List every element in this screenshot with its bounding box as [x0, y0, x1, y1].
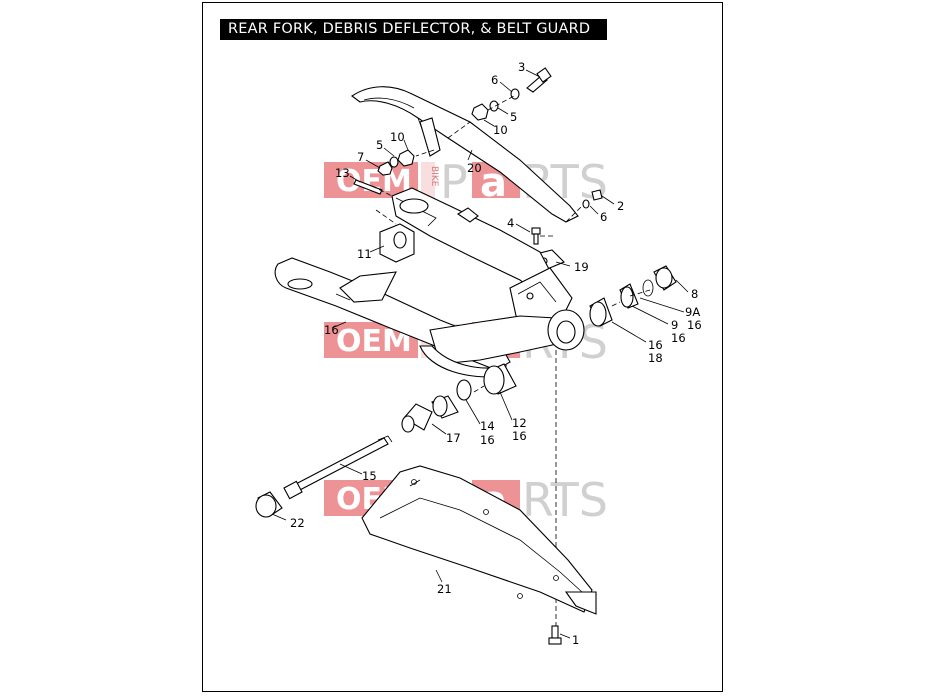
- part-8-cap: [642, 265, 677, 297]
- assembly-line: [447, 121, 471, 139]
- callout-3: 3: [518, 60, 525, 74]
- callout-22: 22: [290, 516, 305, 530]
- assembly-line: [629, 289, 651, 297]
- assembly-line: [487, 95, 515, 111]
- callout-9: 9: [671, 318, 678, 332]
- part-20-debris-deflector: [351, 86, 579, 223]
- callout-18: 18: [648, 351, 663, 365]
- callout-1: 1: [572, 633, 579, 647]
- assembly-line: [473, 385, 485, 393]
- callout-5: 5: [376, 138, 383, 152]
- diagram-title: REAR FORK, DEBRIS DEFLECTOR, & BELT GUAR…: [220, 19, 607, 40]
- part-2-screw: [591, 189, 603, 201]
- callout-labels: 3 6 5 10 5 10 7 20 13 2 6 4 11 19 8 9A 1…: [290, 60, 702, 647]
- part-6-washer-right: [582, 199, 590, 209]
- watermark-p-text: P: [440, 155, 468, 209]
- callout-8: 8: [691, 287, 698, 301]
- part-16-rear-fork: [274, 187, 585, 378]
- part-5-washer-top: [489, 100, 499, 112]
- callout-16: 16: [687, 318, 702, 332]
- part-5-washer-left: [389, 156, 399, 168]
- part-15-pivot-shaft: [283, 435, 393, 500]
- callout-7: 7: [357, 150, 364, 164]
- part-1-screw: [548, 625, 562, 645]
- part-10-nut-top: [471, 103, 489, 121]
- callout-16: 16: [480, 433, 495, 447]
- callout-16: 16: [648, 338, 663, 352]
- part-17-spacer: [401, 395, 459, 433]
- leader-lines: [271, 69, 689, 639]
- part-3-bolt: [526, 67, 552, 93]
- callout-12: 12: [512, 416, 527, 430]
- assembly-line: [375, 209, 397, 225]
- callout-21: 21: [437, 582, 452, 596]
- part-16-18-bushing: [589, 297, 613, 327]
- callout-6: 6: [491, 73, 498, 87]
- part-21-belt-guard: [361, 465, 597, 615]
- part-12-bushing: [483, 363, 517, 395]
- callout-17: 17: [446, 431, 461, 445]
- callout-20: 20: [467, 161, 482, 175]
- callout-5: 5: [510, 110, 517, 124]
- part-22-nut: [255, 491, 283, 518]
- callout-19: 19: [574, 260, 589, 274]
- part-11-pivot-block: [379, 223, 415, 263]
- callout-4: 4: [507, 216, 514, 230]
- watermark-rts-text: RTS: [522, 473, 608, 527]
- callout-10: 10: [493, 123, 508, 137]
- part-6-washer-top: [510, 88, 520, 100]
- callout-9a: 9A: [685, 305, 700, 319]
- assembly-line: [611, 301, 621, 307]
- callout-6: 6: [600, 210, 607, 224]
- callout-2: 2: [617, 199, 624, 213]
- callout-16: 16: [512, 429, 527, 443]
- callout-10: 10: [390, 130, 405, 144]
- callout-13: 13: [335, 166, 350, 180]
- callout-14: 14: [480, 419, 495, 433]
- part-7-nut: [377, 161, 393, 176]
- part-14-spacer: [456, 379, 472, 401]
- assembly-line: [565, 205, 583, 223]
- part-4-bolt: [531, 227, 541, 245]
- callout-11: 11: [357, 247, 372, 261]
- assembly-line: [415, 149, 435, 157]
- callout-16: 16: [324, 323, 339, 337]
- callout-16: 16: [671, 331, 686, 345]
- callout-15: 15: [362, 469, 377, 483]
- watermark-1: OEM BIKE P a RTS: [324, 155, 608, 209]
- part-9-9a-spacer: [619, 283, 639, 309]
- watermark-bike-text: BIKE: [429, 166, 439, 187]
